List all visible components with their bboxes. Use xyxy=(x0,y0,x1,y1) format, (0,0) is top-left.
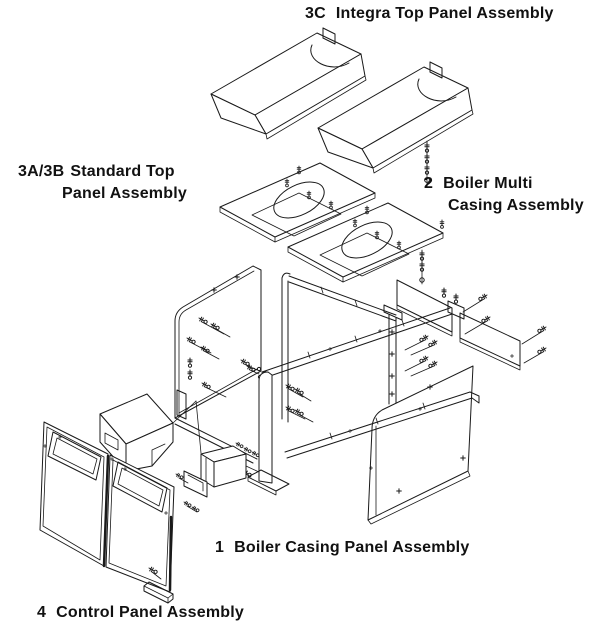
label-boiler-casing-panel: 1 Boiler Casing Panel Assembly xyxy=(215,540,469,556)
label-number: 1 xyxy=(215,539,225,556)
back-panel-lower xyxy=(459,292,548,371)
front-panel-right xyxy=(102,454,175,593)
label-control-panel: 4 Control Panel Assembly xyxy=(37,605,244,621)
label-standard-top-panel-line2: Panel Assembly xyxy=(62,186,187,202)
rear-top-rail xyxy=(288,275,397,322)
label-text: Panel Assembly xyxy=(62,185,187,202)
label-number: 2 xyxy=(424,175,434,192)
label-text: Casing Assembly xyxy=(448,197,584,214)
standard-panel-right xyxy=(287,202,445,283)
rear-corner-post xyxy=(281,272,291,423)
label-text: Standard Top xyxy=(70,163,175,180)
label-text: Control Panel Assembly xyxy=(56,604,244,621)
label-text: Integra Top Panel Assembly xyxy=(335,5,554,22)
fastener-stack xyxy=(424,140,430,187)
label-number: 4 xyxy=(37,604,47,621)
label-number: 3A/3B xyxy=(18,163,65,180)
front-center-post xyxy=(234,371,314,496)
label-text: Boiler Casing Panel Assembly xyxy=(234,539,470,556)
standard-panel-left xyxy=(219,162,376,243)
integra-top-panel-assembly xyxy=(210,27,474,187)
mounting-bracket xyxy=(174,441,261,513)
standard-top-panel-assembly xyxy=(219,162,445,285)
front-panel-left xyxy=(39,421,109,567)
left-side-panel xyxy=(174,265,262,419)
control-panel-assembly xyxy=(39,389,261,604)
right-side-panel xyxy=(367,365,474,525)
upper-cross-rail xyxy=(261,287,465,379)
label-text: Boiler Multi xyxy=(443,175,533,192)
panel-bottom-edge xyxy=(143,581,174,604)
label-boiler-multi-casing-line2: Casing Assembly xyxy=(448,198,584,214)
label-number: 3C xyxy=(305,5,326,22)
label-standard-top-panel-line1: 3A/3B Standard Top xyxy=(18,164,175,180)
fastener-stack xyxy=(419,249,425,285)
boiler-casing-frame xyxy=(174,265,548,525)
frame-remnant xyxy=(176,389,187,420)
integra-panel-right xyxy=(317,61,474,174)
integra-panel-left xyxy=(210,27,367,140)
label-integra-top-panel: 3C Integra Top Panel Assembly xyxy=(305,6,554,22)
control-box xyxy=(99,393,174,472)
lower-cross-rail xyxy=(284,391,480,459)
label-boiler-multi-casing-line1: 2 Boiler Multi xyxy=(424,176,533,192)
